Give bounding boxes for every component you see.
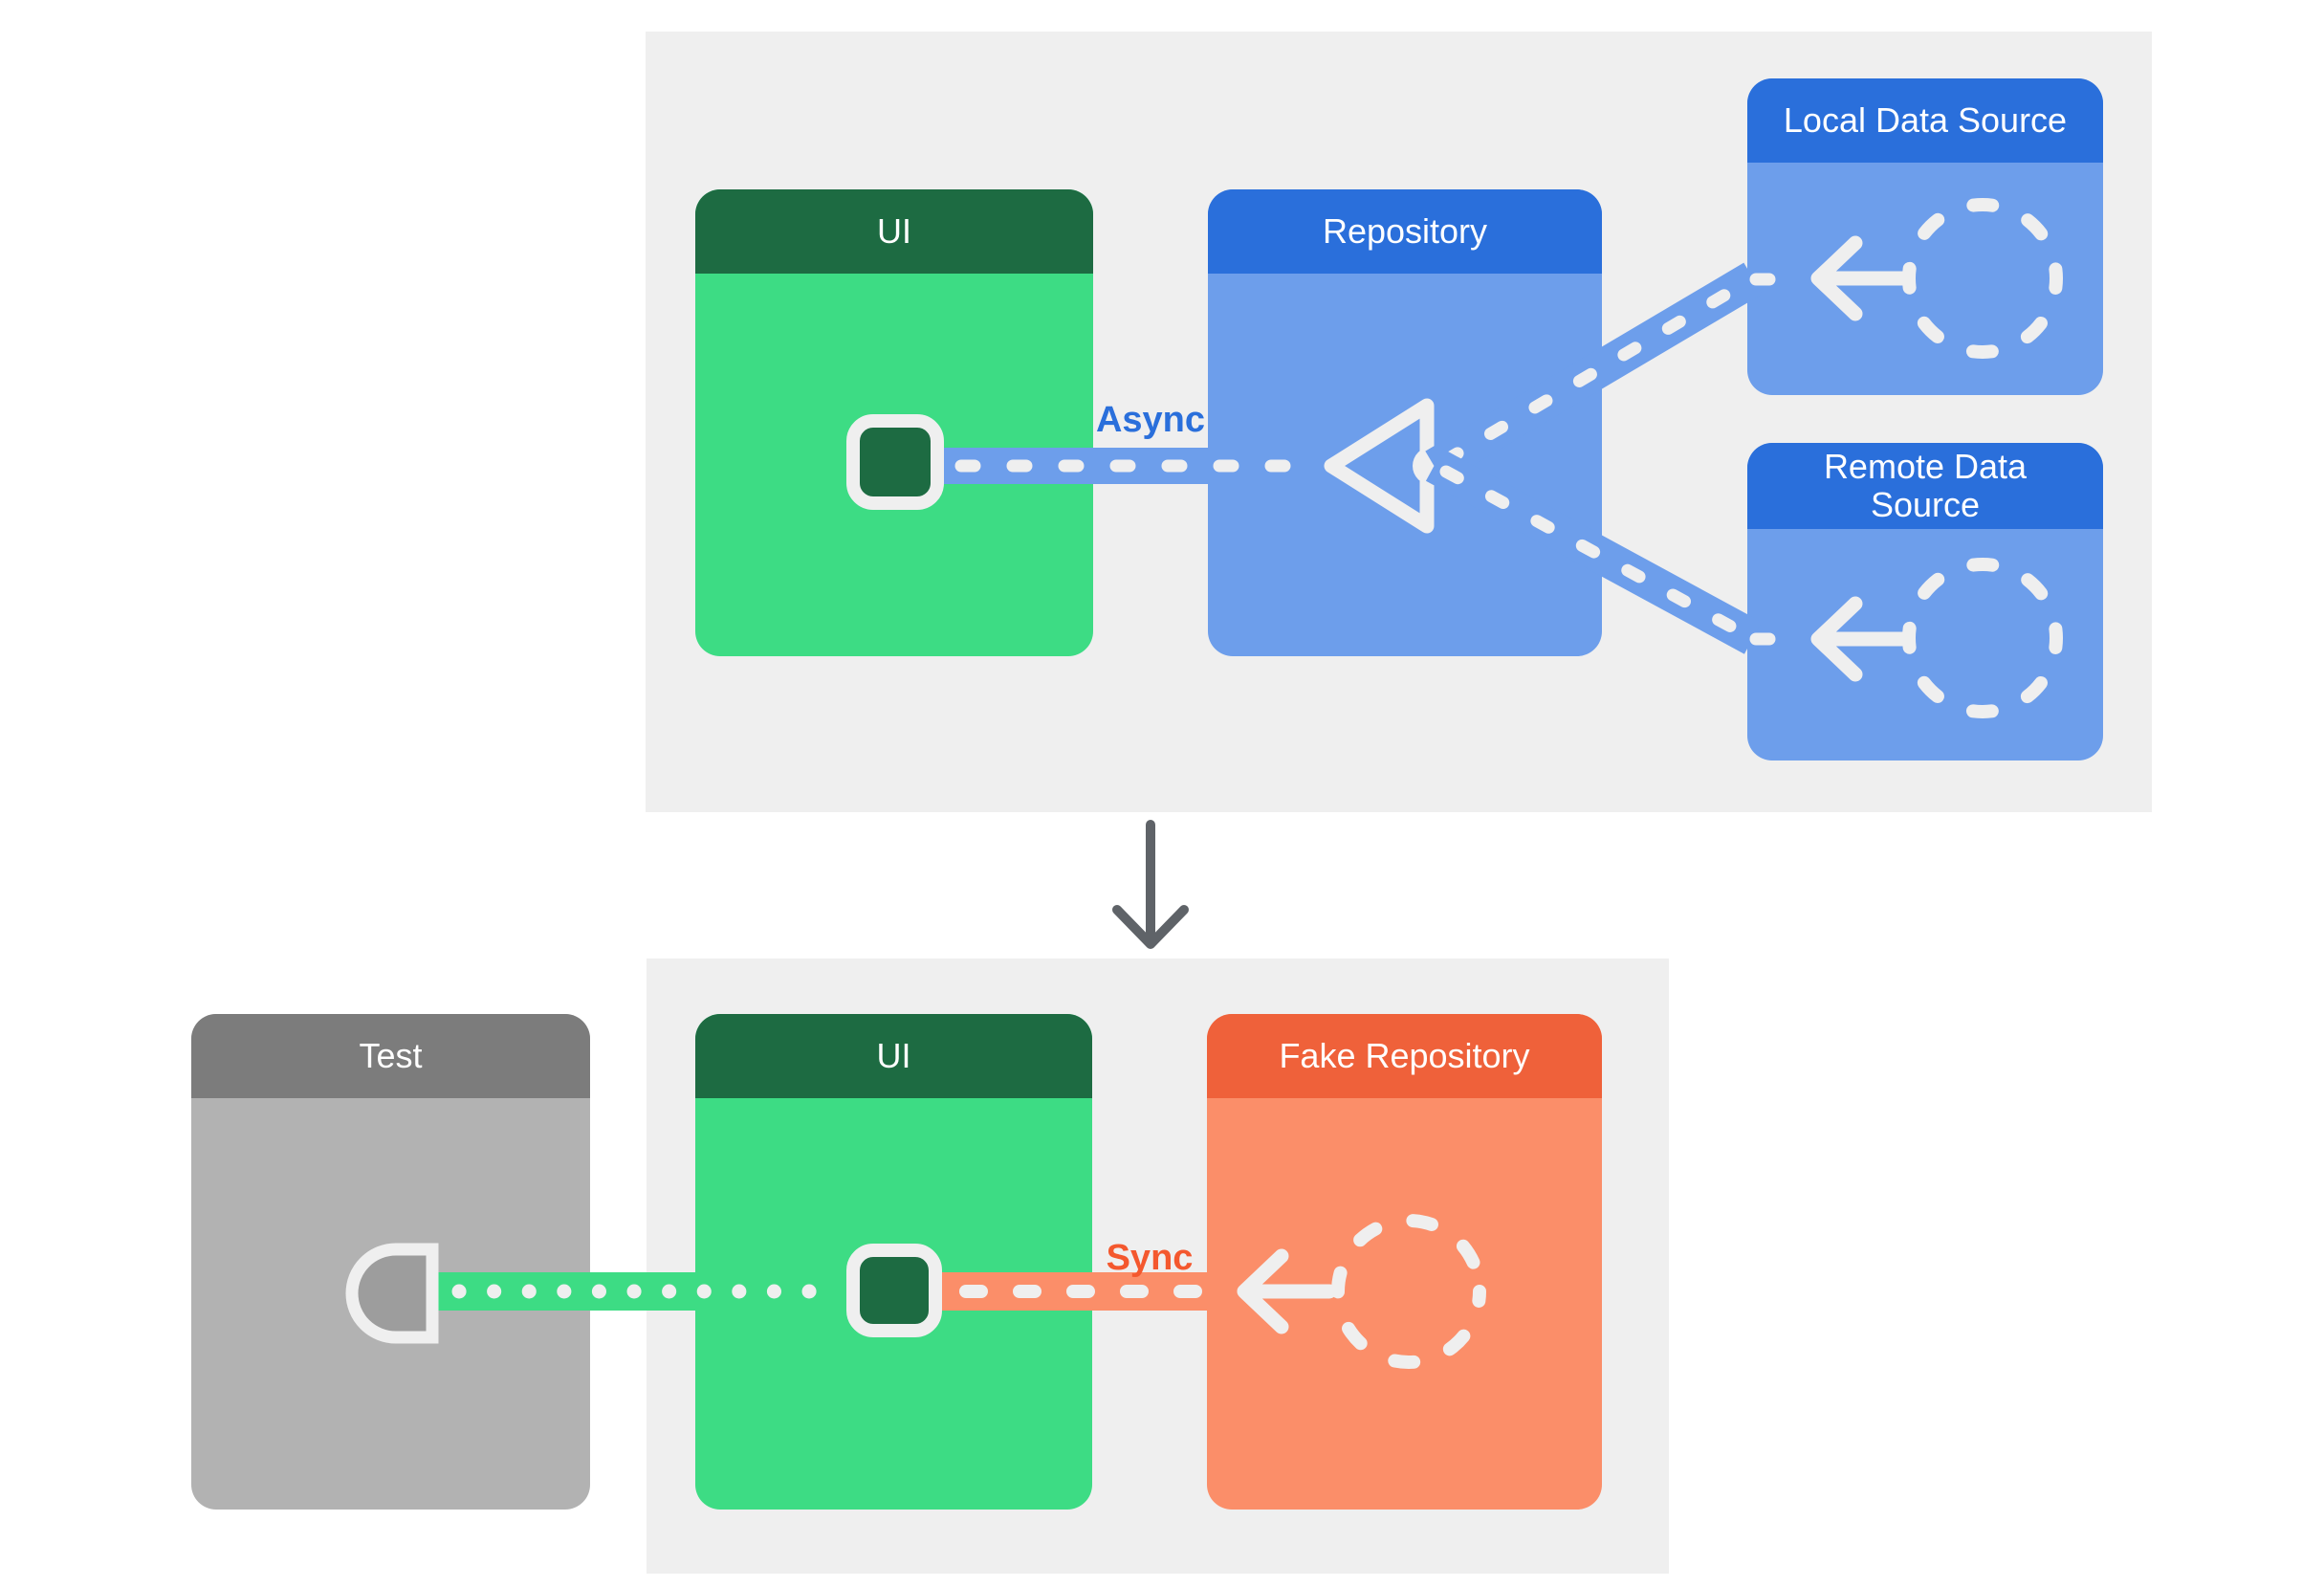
test-card: Test [191,1014,590,1510]
repository-card-title: Repository [1208,189,1602,274]
remote-data-source-card: Remote Data Source [1747,443,2103,760]
ui-card: UI [695,189,1093,656]
ui-card-test-panel-title: UI [695,1014,1092,1098]
async-connection-label: Async [1095,400,1206,440]
repository-card: Repository [1208,189,1602,656]
ui-unit-square-test-icon [846,1244,942,1337]
ui-unit-square-icon [846,414,944,510]
fake-repository-card: Fake Repository [1207,1014,1602,1510]
local-data-source-card-title: Local Data Source [1747,78,2103,163]
ui-card-title: UI [695,189,1093,274]
local-data-source-card: Local Data Source [1747,78,2103,395]
test-card-title: Test [191,1014,590,1098]
sync-connection-label: Sync [1106,1238,1194,1278]
panel-transition-down-arrow-icon [1112,820,1189,949]
fake-repository-card-title: Fake Repository [1207,1014,1602,1098]
remote-data-source-card-title: Remote Data Source [1747,443,2103,529]
